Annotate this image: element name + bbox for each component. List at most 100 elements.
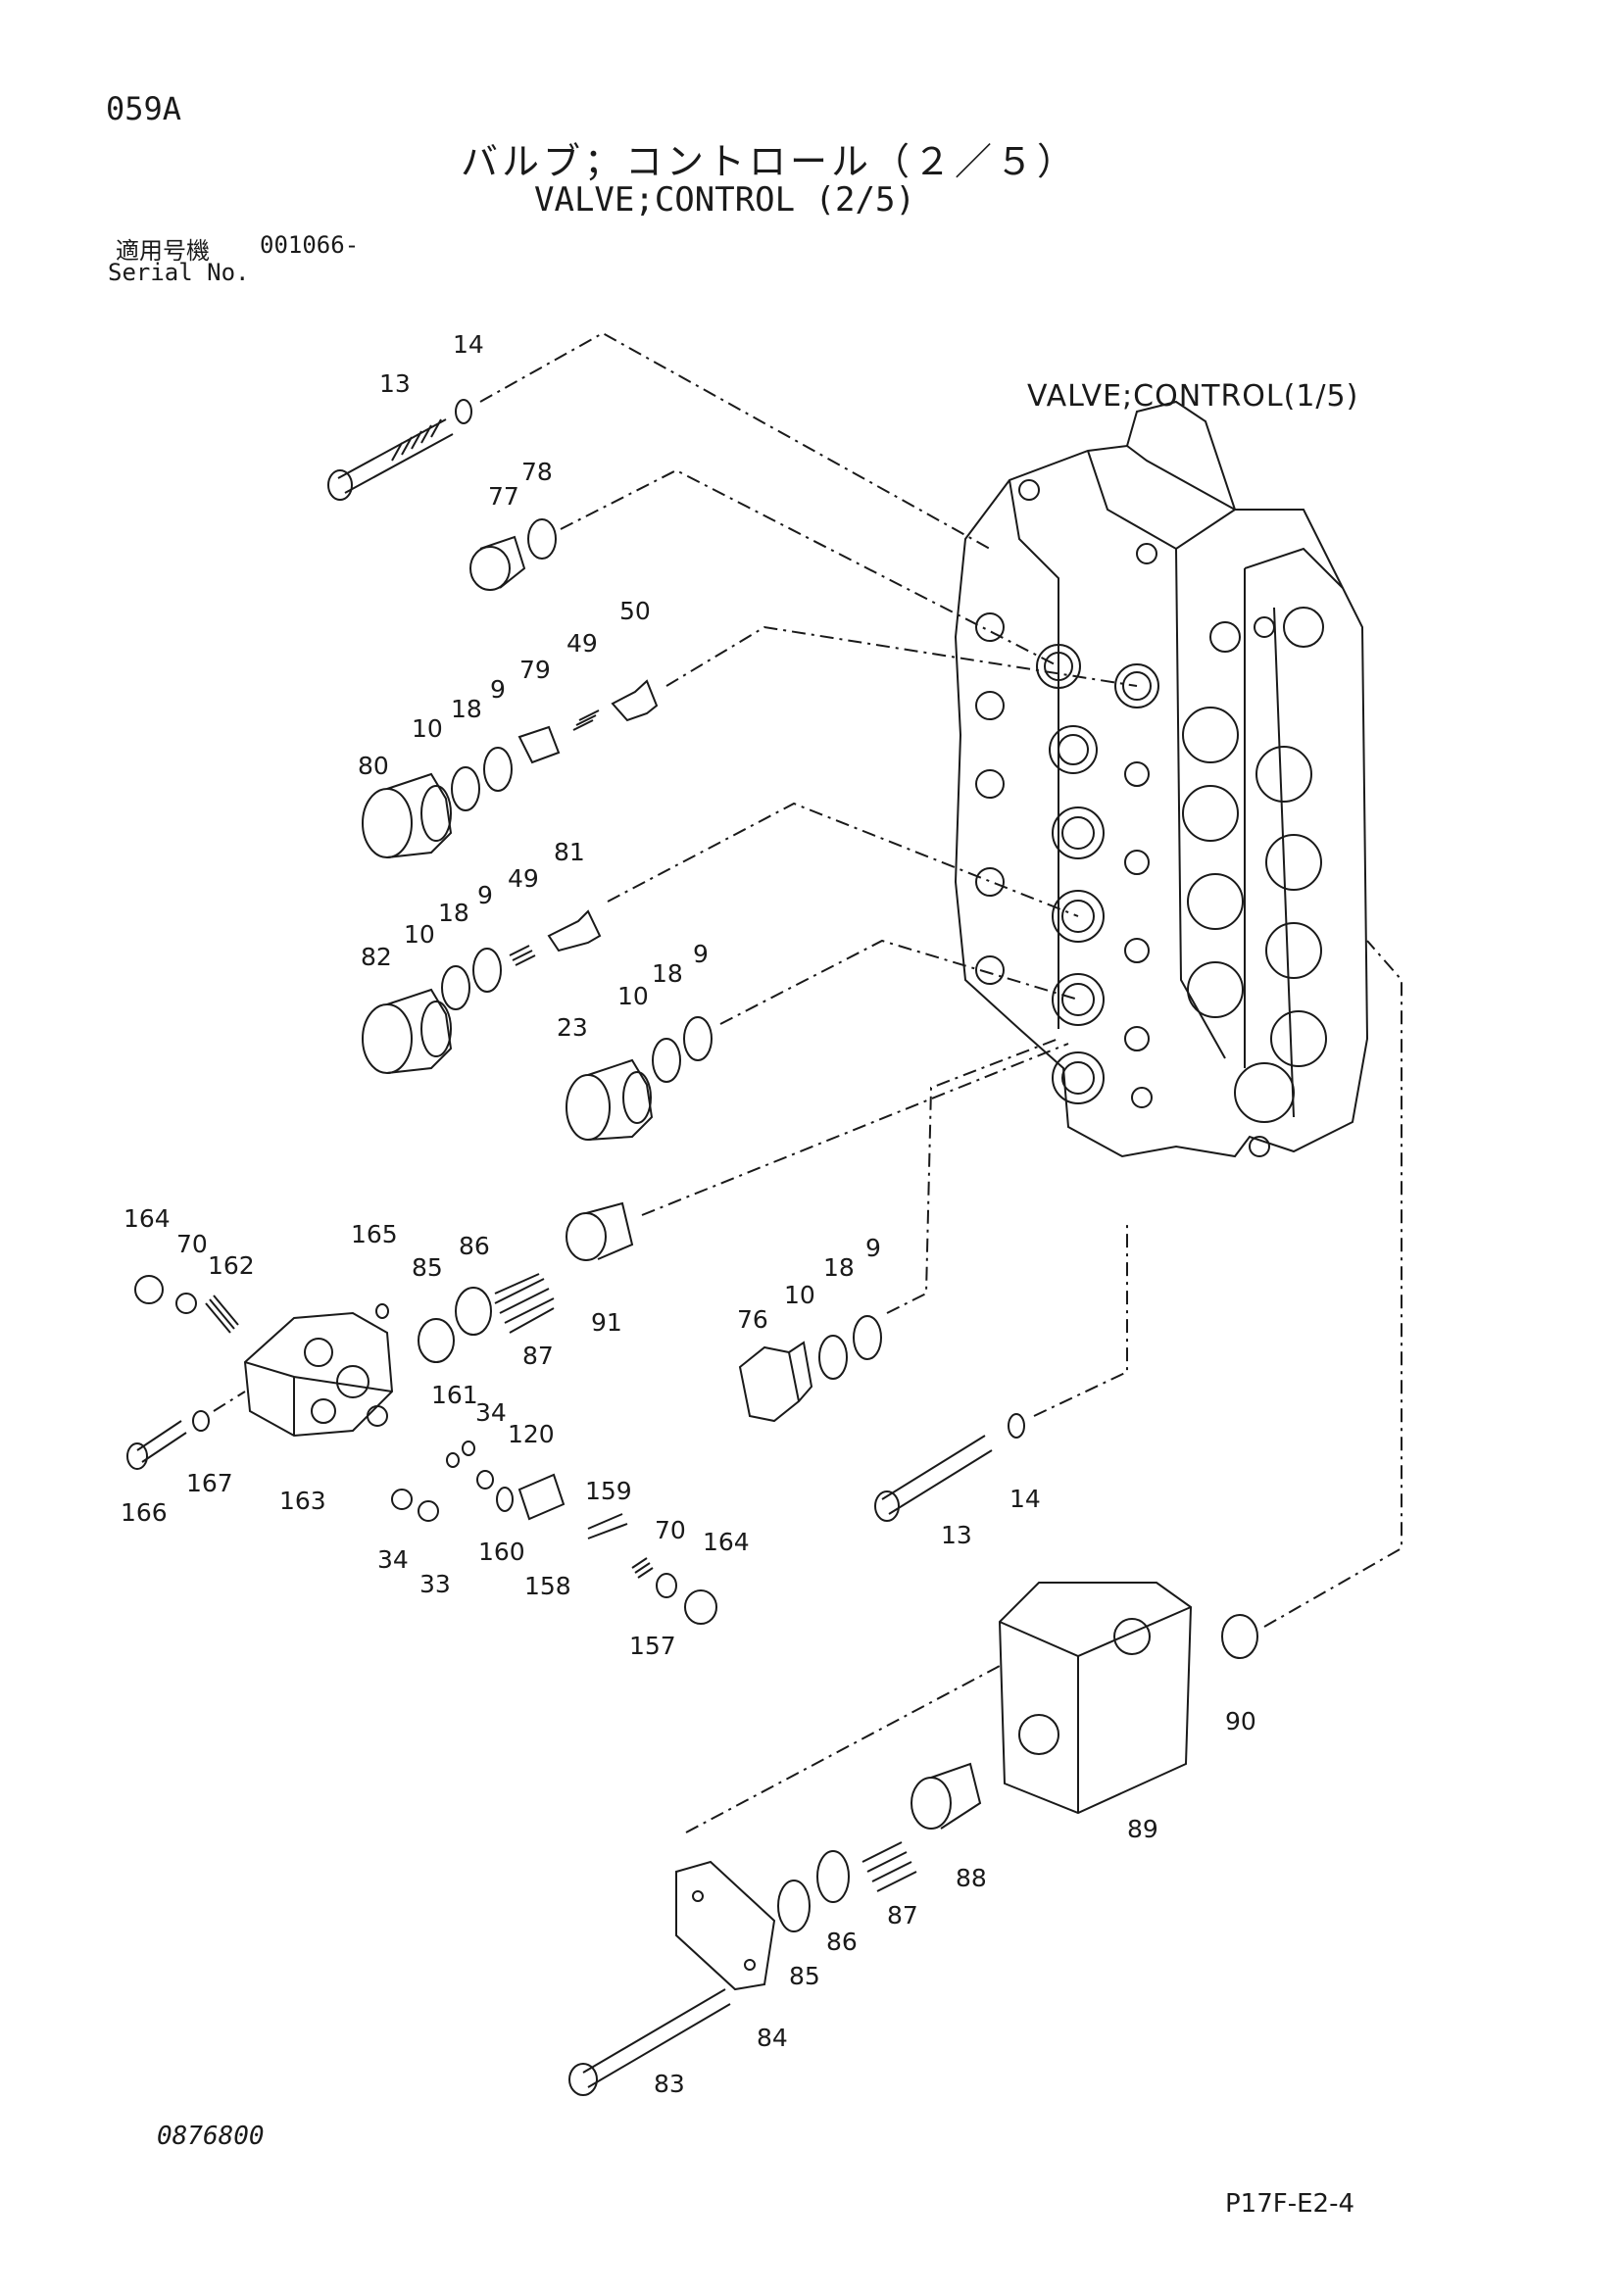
part-label-167: 167 xyxy=(186,1469,233,1497)
part-label-84: 84 xyxy=(757,2024,788,2052)
poppet-81 xyxy=(547,909,602,953)
part-label-82: 82 xyxy=(361,943,392,971)
spring-87-a xyxy=(494,1273,555,1334)
oring-70-b xyxy=(656,1573,677,1598)
part-label-34b: 34 xyxy=(377,1545,409,1574)
ring-161 xyxy=(446,1452,460,1468)
bolt-13-top xyxy=(327,418,454,501)
part-label-77: 77 xyxy=(488,482,519,511)
part-label-49a: 49 xyxy=(566,629,598,658)
part-label-90: 90 xyxy=(1225,1707,1256,1735)
part-79 xyxy=(517,725,561,764)
part-label-10c: 10 xyxy=(617,982,649,1010)
part-label-85a: 85 xyxy=(412,1253,443,1282)
part-label-120: 120 xyxy=(508,1420,555,1448)
oring-18-a xyxy=(451,766,480,811)
bolt-83 xyxy=(582,1988,731,2088)
valve-body xyxy=(954,400,1369,1158)
oring-18-c xyxy=(652,1038,681,1083)
spring-157 xyxy=(631,1557,654,1579)
spring-162 xyxy=(205,1295,239,1334)
oring-70-a xyxy=(175,1293,197,1314)
part-label-162: 162 xyxy=(208,1251,255,1280)
part-label-81: 81 xyxy=(554,838,585,866)
oring-9-c xyxy=(683,1016,713,1061)
cover-89 xyxy=(998,1582,1193,1815)
serial-label: Serial No. xyxy=(108,259,250,286)
part-label-157: 157 xyxy=(629,1632,676,1660)
bolt-166 xyxy=(136,1420,187,1463)
oring-9-a xyxy=(483,747,513,792)
part-label-166: 166 xyxy=(121,1498,168,1527)
figure-code: P17F-E2-4 xyxy=(1225,2189,1354,2219)
serial-number-value: 001066- xyxy=(260,231,360,259)
plug-91 xyxy=(566,1201,634,1261)
spring-87-b xyxy=(861,1841,917,1892)
washer-14-bottom xyxy=(1008,1413,1025,1439)
ring-165 xyxy=(375,1303,389,1319)
leader-82 xyxy=(607,802,1079,917)
part-label-159: 159 xyxy=(585,1477,632,1505)
part-label-18b: 18 xyxy=(438,899,469,927)
oring-85-b xyxy=(777,1880,811,1932)
spring-49-b xyxy=(509,945,536,966)
oring-85-a xyxy=(418,1318,455,1363)
part-label-14b: 14 xyxy=(1009,1485,1041,1513)
part-label-80: 80 xyxy=(358,752,389,780)
part-label-10d: 10 xyxy=(784,1281,815,1309)
reference-label: VALVE;CONTROL(1/5) xyxy=(1027,379,1359,414)
spring-49-a xyxy=(572,709,600,731)
part-label-161: 161 xyxy=(431,1381,478,1409)
part-label-9b: 9 xyxy=(477,881,493,909)
part-label-14a: 14 xyxy=(453,330,484,359)
plate-84 xyxy=(675,1860,776,1991)
plug-88 xyxy=(910,1762,982,1830)
part-label-86b: 86 xyxy=(826,1928,858,1956)
leader-13 xyxy=(479,331,991,550)
part-label-165: 165 xyxy=(351,1220,398,1248)
poppet-50 xyxy=(611,679,659,722)
plug-80 xyxy=(362,772,453,858)
oring-78 xyxy=(527,518,557,560)
part-label-78: 78 xyxy=(521,458,553,486)
leader-77 xyxy=(560,468,1059,667)
ring-120 xyxy=(496,1487,514,1512)
page-title-japanese: バルブ；コントロール（２／５） xyxy=(461,140,1079,183)
part-label-70a: 70 xyxy=(176,1230,208,1258)
washer-14-top xyxy=(455,399,472,424)
part-label-160: 160 xyxy=(478,1538,525,1566)
block-163 xyxy=(243,1311,394,1438)
leader-80 xyxy=(665,625,1138,687)
plug-82 xyxy=(362,988,453,1074)
part-label-91: 91 xyxy=(591,1308,622,1337)
plug-164-b xyxy=(684,1589,717,1625)
part-label-50: 50 xyxy=(619,597,651,625)
part-label-10b: 10 xyxy=(404,920,435,949)
ring-160 xyxy=(476,1470,494,1490)
plug-33 xyxy=(418,1500,439,1522)
leader-90 xyxy=(1263,940,1403,1628)
oring-34-a xyxy=(462,1441,475,1456)
spool-159 xyxy=(587,1513,628,1539)
part-label-163: 163 xyxy=(279,1487,326,1515)
part-label-34a: 34 xyxy=(475,1398,507,1427)
bolt-13-bottom xyxy=(881,1435,993,1515)
washer-167 xyxy=(192,1410,210,1432)
part-label-83: 83 xyxy=(654,2070,685,2098)
oring-9-b xyxy=(472,948,502,993)
part-label-9d: 9 xyxy=(865,1234,881,1262)
oring-90 xyxy=(1221,1614,1258,1659)
leader-23 xyxy=(719,939,1079,1025)
oring-34-b xyxy=(391,1489,413,1510)
part-label-86a: 86 xyxy=(459,1232,490,1260)
serial-label-japanese: 適用号機 xyxy=(116,237,210,265)
part-label-79: 79 xyxy=(519,656,551,684)
part-label-18d: 18 xyxy=(823,1253,855,1282)
document-number: 0876800 xyxy=(157,2122,265,2151)
part-label-89: 89 xyxy=(1127,1815,1158,1843)
part-label-87b: 87 xyxy=(887,1901,918,1930)
part-label-9c: 9 xyxy=(693,940,709,968)
page-code: 059A xyxy=(106,90,182,127)
part-labels: 14 13 78 77 50 49 79 9 18 10 80 81 49 9 … xyxy=(121,330,1256,2098)
